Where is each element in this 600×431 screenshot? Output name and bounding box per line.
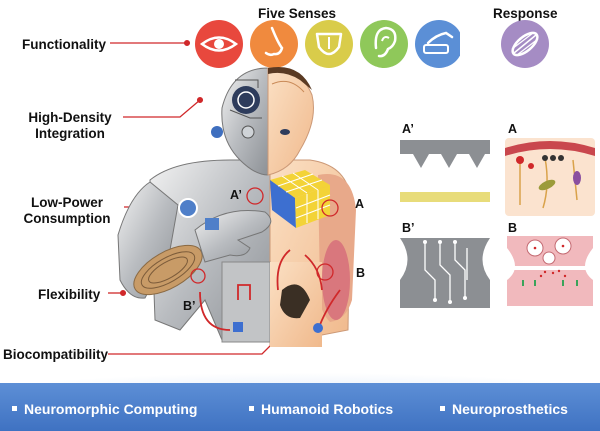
nose-icon: [250, 20, 298, 68]
muscle-icon: [501, 20, 549, 68]
application-neuromorphic: Neuromorphic Computing: [12, 401, 197, 417]
panel-a: [505, 138, 595, 216]
functionality-label: Functionality: [22, 37, 106, 52]
tag-a-figure: A: [355, 197, 365, 211]
flexibility-label: Flexibility: [38, 287, 101, 302]
panel-tag-a: A: [508, 122, 518, 136]
tag-b-figure: B: [356, 266, 366, 280]
five-senses-icons: [195, 20, 460, 68]
applications-band: [0, 358, 600, 431]
tongue-icon: [305, 20, 353, 68]
tag-a-prime-figure: A’: [230, 188, 242, 202]
rubik-cube: [270, 170, 331, 228]
low-power-label: Low-Power Consumption: [23, 195, 111, 226]
five-senses-header: Five Senses: [258, 6, 337, 21]
panel-b-prime: [400, 238, 490, 308]
application-neuroprosthetics: Neuroprosthetics: [440, 401, 568, 417]
mechanism-panels: [400, 138, 595, 308]
high-density-label: High-Density Integration: [28, 110, 112, 141]
application-humanoid-robotics: Humanoid Robotics: [249, 401, 393, 417]
panel-tag-b: B: [508, 221, 518, 235]
panel-b: [507, 236, 593, 306]
biocompatibility-label: Biocompatibility: [3, 347, 109, 362]
tag-b-prime-figure: B’: [183, 299, 196, 313]
panel-a-prime: [400, 140, 490, 202]
panel-tag-b-prime: B’: [402, 221, 415, 235]
response-header: Response: [493, 6, 558, 21]
touch-icon: [415, 20, 460, 68]
panel-tag-a-prime: A’: [402, 122, 414, 136]
eye-icon: [195, 20, 243, 68]
ear-icon: [360, 20, 408, 68]
